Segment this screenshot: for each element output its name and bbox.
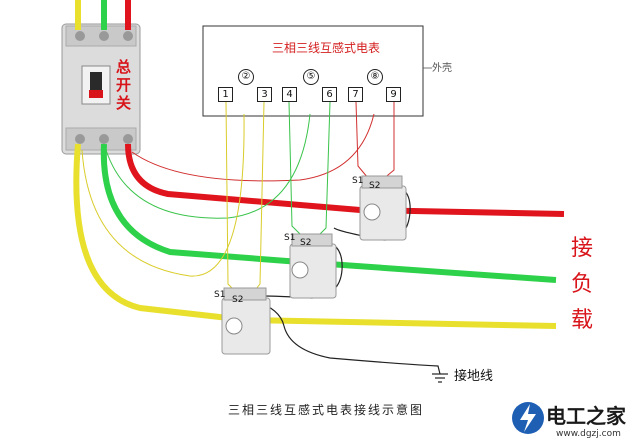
- ground-wire: [251, 299, 441, 375]
- housing-label: 外壳: [432, 63, 452, 74]
- watermark-url: www.dgzj.com: [556, 429, 621, 439]
- load-label-char-3: 载: [571, 308, 594, 333]
- terminal-4: 4: [282, 87, 297, 102]
- switch-label-char-2: 开: [116, 76, 132, 94]
- load-label-char-2: 负: [571, 272, 594, 297]
- ground-label: 接地线: [454, 369, 494, 384]
- current-transformer-green: [289, 233, 337, 299]
- voltage-wire-green: [105, 113, 311, 219]
- phase-line-green: [100, 143, 557, 283]
- terminal-circled-8: ⑧: [367, 69, 383, 85]
- phase-line-yellow: [73, 143, 557, 329]
- terminal-6: 6: [322, 87, 337, 102]
- voltage-wire-yellow: [81, 113, 245, 277]
- terminal-7: 7: [348, 87, 363, 102]
- current-transformer-red: [359, 175, 407, 241]
- phase-line-red: [125, 143, 565, 217]
- voltage-wire-red: [131, 113, 375, 182]
- ct-green-s2: S2: [300, 238, 312, 248]
- meter-box: [202, 25, 424, 117]
- ct-green-s1: S1: [284, 233, 296, 243]
- terminal-circled-5: ⑤: [303, 69, 319, 85]
- ct-red-s2: S2: [369, 181, 381, 191]
- current-transformer-yellow: [221, 287, 271, 355]
- diagram-caption: 三相三线互感式电表接线示意图: [228, 403, 425, 417]
- ct-wire-7: [355, 101, 369, 179]
- ct-wire-3: [251, 101, 265, 295]
- terminal-9: 9: [386, 87, 401, 102]
- watermark-name: 电工之家: [546, 404, 626, 428]
- ct-yellow-s2: S2: [232, 295, 244, 305]
- switch-label-char-3: 关: [116, 94, 132, 112]
- meter-title: 三相三线互感式电表: [272, 41, 381, 55]
- ct-wire-9: [381, 102, 395, 181]
- ct-wire-4: [288, 101, 301, 235]
- ct-yellow-s1: S1: [214, 290, 226, 300]
- main-switch-breaker: [61, 23, 141, 155]
- terminal-circled-2: ②: [238, 69, 254, 85]
- switch-label-char-1: 总: [116, 58, 132, 76]
- load-label-char-1: 接: [571, 236, 594, 261]
- logo-icon: [512, 402, 544, 434]
- ground-symbol-icon: [432, 373, 448, 383]
- ct-red-s1: S1: [352, 176, 364, 186]
- terminal-1: 1: [218, 87, 233, 102]
- ct-wire-6: [315, 101, 331, 239]
- terminal-3: 3: [257, 87, 272, 102]
